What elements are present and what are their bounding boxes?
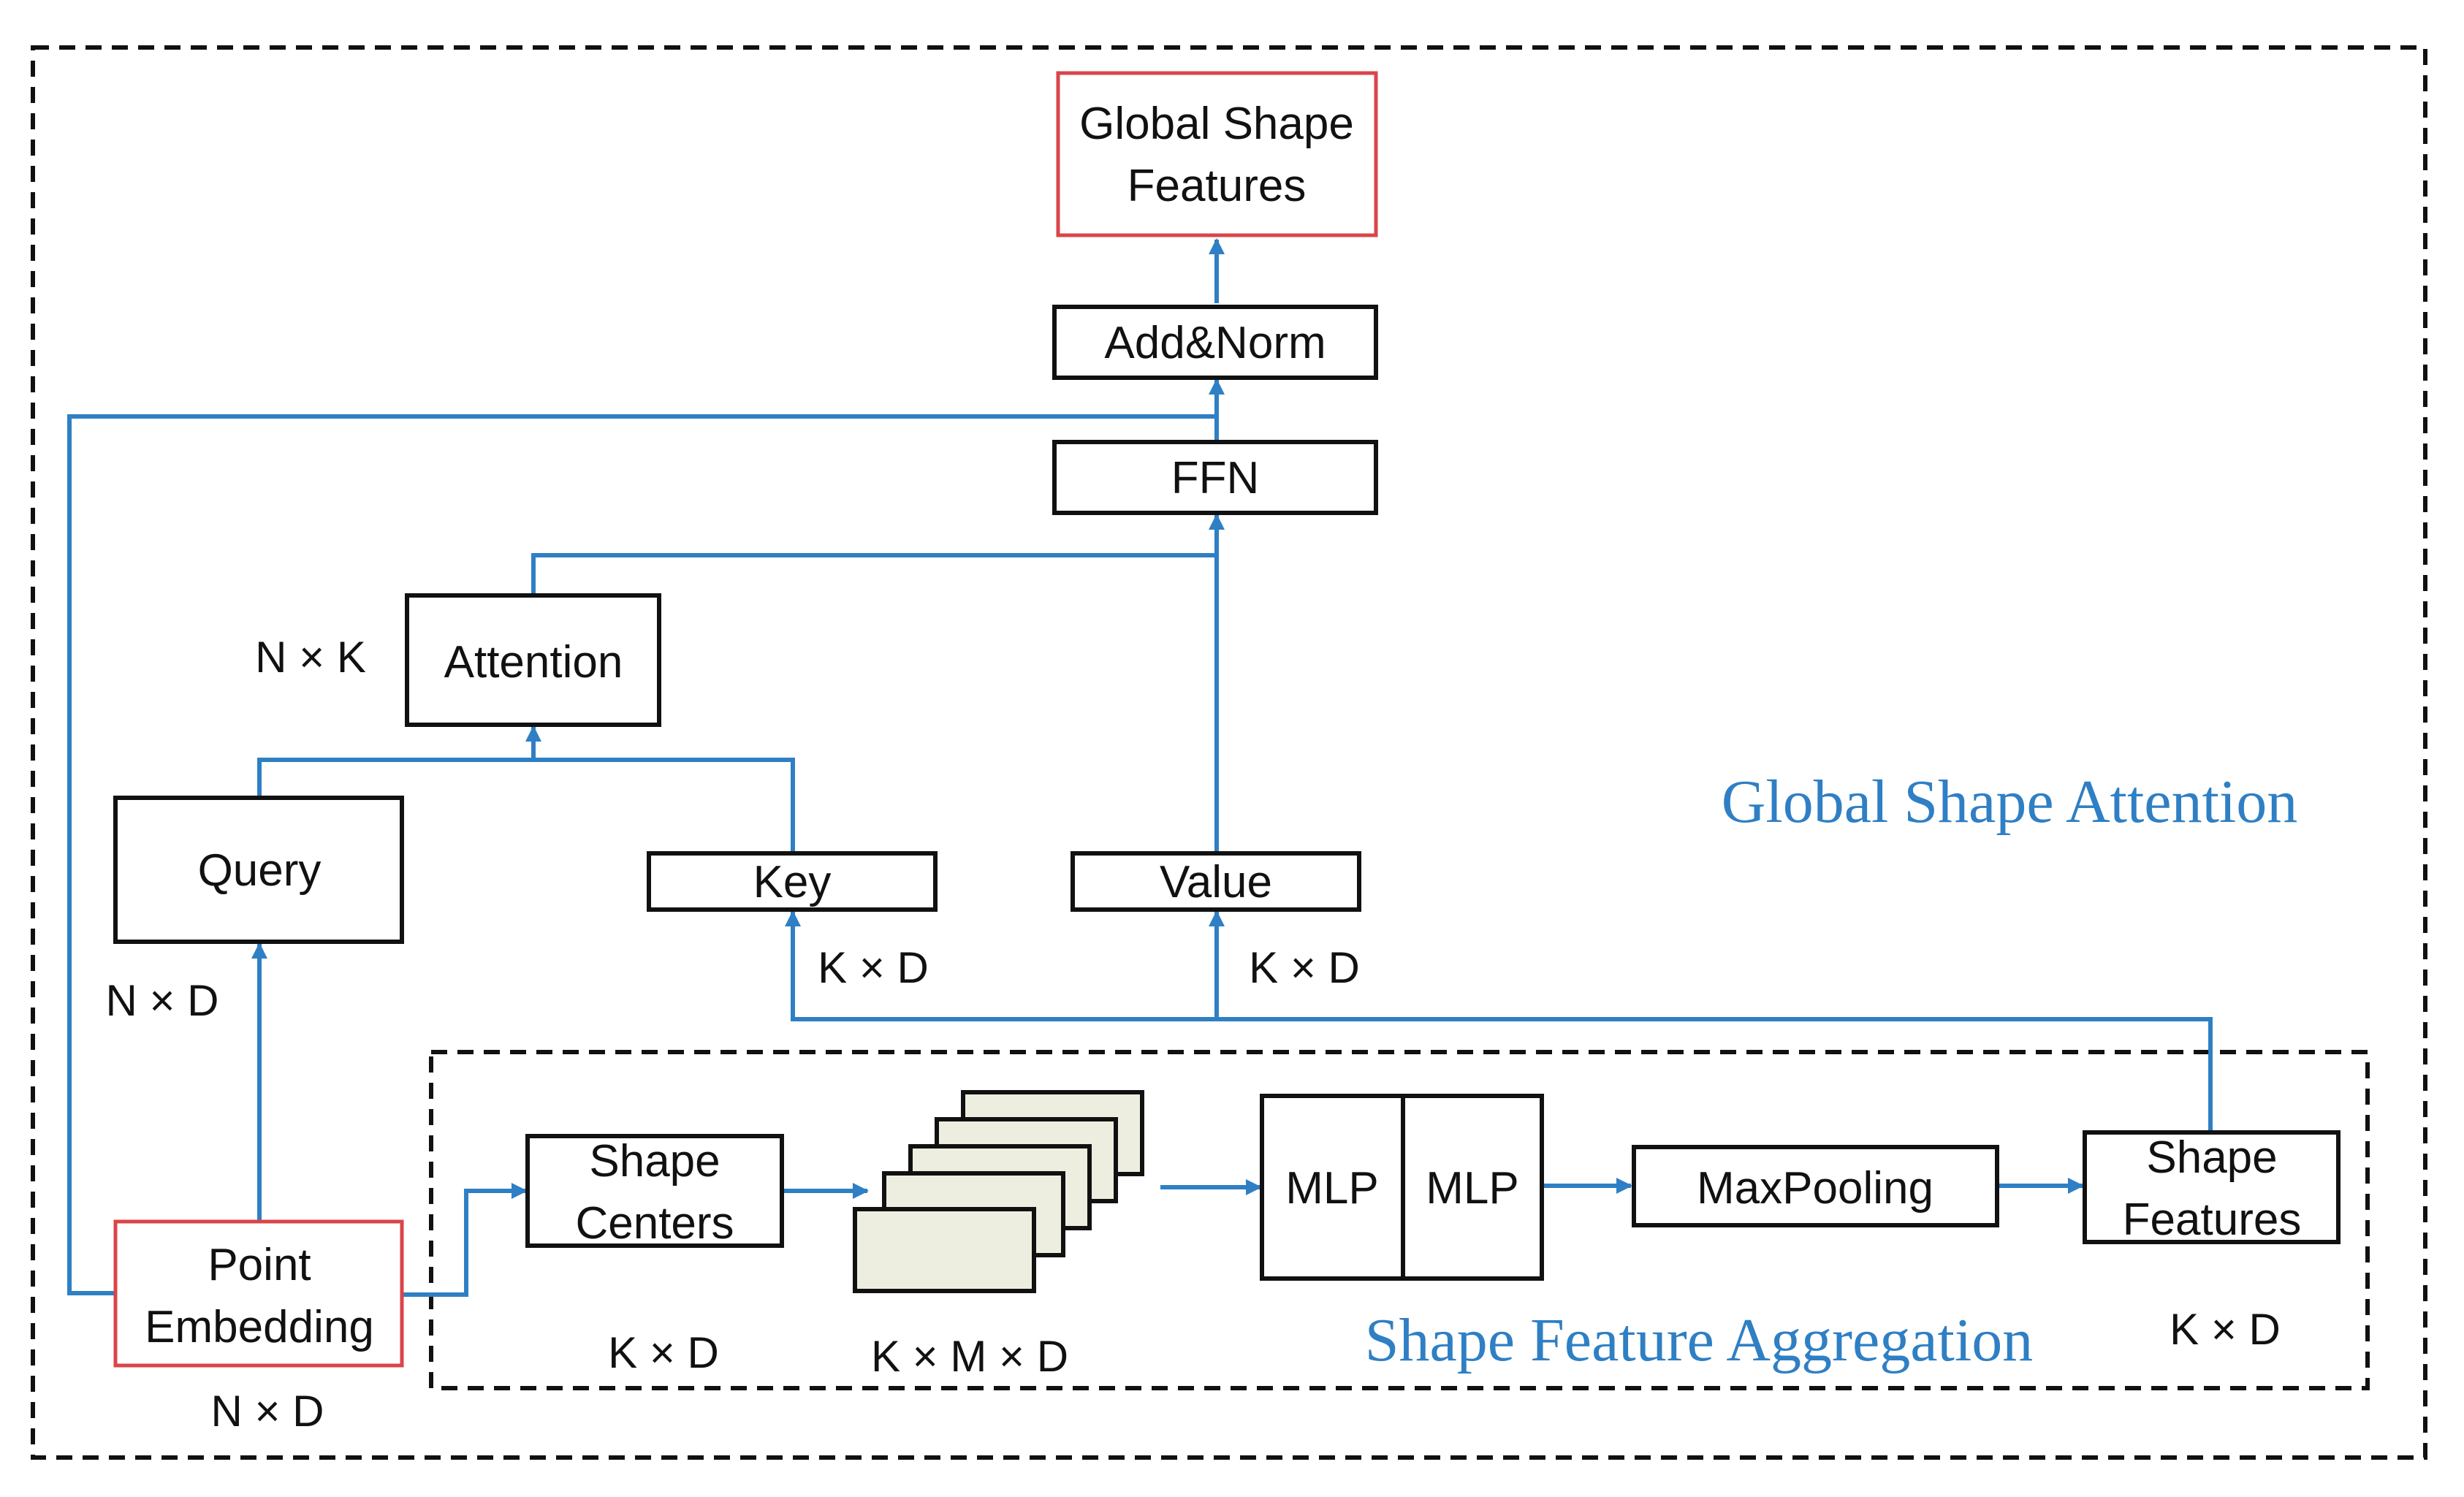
point-embedding-label-2: Embedding xyxy=(145,1302,374,1352)
arrow-residual-to-addnorm xyxy=(67,381,1219,1295)
attention-label: Attention xyxy=(444,637,623,687)
query-dim: N × D xyxy=(105,976,218,1025)
mlp-node-1: MLP xyxy=(1260,1094,1405,1281)
key-label: Key xyxy=(753,857,832,907)
point-embedding-node: Point Embedding xyxy=(113,1219,404,1368)
value-node: Value xyxy=(1071,851,1361,912)
maxpooling-label: MaxPooling xyxy=(1697,1163,1933,1214)
shape-features-dim: K × D xyxy=(2170,1305,2281,1354)
point-embedding-dim: N × D xyxy=(210,1387,324,1436)
shape-centers-label-1: Shape xyxy=(589,1136,720,1186)
add-norm-node: Add&Norm xyxy=(1052,305,1378,380)
mlp-label-2: MLP xyxy=(1426,1163,1518,1214)
grouped-points-stack xyxy=(853,1090,1144,1293)
global-shape-attention-frame xyxy=(31,45,2427,1460)
mlp-node-2: MLP xyxy=(1401,1094,1544,1281)
value-dim: K × D xyxy=(1249,943,1360,992)
shape-centers-node: Shape Centers xyxy=(525,1134,784,1249)
shape-features-label-1: Shape xyxy=(2146,1132,2277,1183)
grouped-points-dim: K × M × D xyxy=(871,1332,1068,1381)
arrow-attention-to-ffn xyxy=(531,514,1225,595)
ffn-label: FFN xyxy=(1171,453,1260,503)
shape-feature-aggregation-title: Shape Feature Aggregation xyxy=(1365,1306,2033,1374)
add-norm-label: Add&Norm xyxy=(1104,318,1326,368)
key-node: Key xyxy=(647,851,938,912)
maxpooling-node: MaxPooling xyxy=(1632,1145,1999,1227)
shape-centers-dim: K × D xyxy=(608,1328,719,1377)
value-label: Value xyxy=(1160,857,1272,907)
shape-features-node: Shape Features xyxy=(2083,1130,2341,1245)
attention-node: Attention xyxy=(405,593,661,727)
global-shape-features-label-2: Features xyxy=(1128,161,1307,211)
key-dim: K × D xyxy=(818,943,929,992)
ffn-node: FFN xyxy=(1052,440,1378,515)
arrow-features-to-key-value xyxy=(785,910,2213,1131)
global-shape-attention-title: Global Shape Attention xyxy=(1722,768,2298,836)
point-embedding-label-1: Point xyxy=(208,1240,311,1290)
global-shape-features-label-1: Global Shape xyxy=(1079,99,1354,149)
attention-dim: N × K xyxy=(255,633,366,682)
query-node: Query xyxy=(113,796,404,944)
arrow-query-key-to-attention xyxy=(257,758,795,853)
shape-feature-aggregation-frame xyxy=(429,1050,2370,1390)
mlp-label-1: MLP xyxy=(1285,1163,1378,1214)
global-shape-features-node: Global Shape Features xyxy=(1056,71,1378,237)
arrow-embedding-to-centers xyxy=(403,1183,528,1297)
query-label: Query xyxy=(198,845,322,896)
shape-features-label-2: Features xyxy=(2123,1195,2302,1245)
shape-centers-label-2: Centers xyxy=(575,1198,734,1249)
